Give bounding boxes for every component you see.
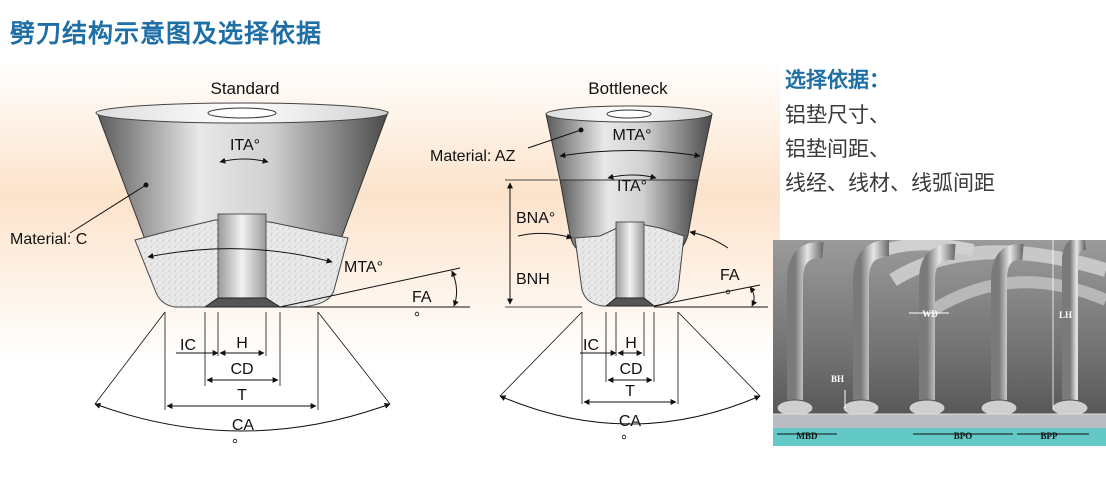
bottleneck-ca-ray-right (677, 311, 761, 397)
standard-top-bore (207, 107, 277, 119)
standard-ita-arrow (219, 157, 269, 164)
bottleneck-chamfer (604, 297, 656, 307)
standard-h-label: H (236, 335, 248, 352)
bottleneck-h-label: H (625, 335, 637, 352)
standard-ca-label: CA (232, 417, 255, 434)
standard-ita-label: ITA° (230, 137, 260, 154)
sem-wire-bond-image: WD LH BH MBD BPO BPP (773, 240, 1106, 446)
bottleneck-fa-degree (725, 289, 731, 295)
sem-bpp-label: BPP (1041, 431, 1059, 441)
standard-ca-ray-right (317, 311, 391, 405)
bottleneck-ca-ray-left (499, 311, 583, 397)
criteria-item-wire: 线经、线材、线弧间距 (785, 171, 995, 195)
standard-fa-label: FA (412, 289, 432, 306)
bottleneck-top-bore (606, 109, 652, 119)
standard-heading: Standard (211, 79, 280, 98)
standard-mta-arc (147, 248, 333, 264)
standard-fa-line (279, 267, 461, 308)
selection-criteria: 选择依据： 铝垫尺寸、 铝垫间距、 线经、线材、线弧间距 (785, 64, 1100, 200)
criteria-item-pad-pitch: 铝垫间距、 (785, 137, 890, 161)
criteria-heading: 选择依据： (785, 68, 890, 92)
standard-ca-arc (94, 403, 391, 432)
bottleneck-ca-degree (621, 434, 627, 440)
standard-ca-degree (232, 438, 238, 444)
bottleneck-fa-label: FA (720, 267, 740, 284)
bottleneck-bna-label: BNA° (516, 210, 555, 227)
standard-material-leader (69, 184, 147, 234)
bottleneck-ca-arc (499, 395, 761, 425)
bottleneck-ca-label: CA (619, 413, 642, 430)
bottleneck-t-label: T (625, 383, 635, 400)
bottleneck-bna-arc-right (689, 230, 729, 249)
standard-mta-label: MTA° (344, 259, 383, 276)
bottleneck-bore (615, 221, 645, 299)
capillary-diagrams: Standard ITA° Material: C MTA° FA (10, 79, 768, 444)
bottleneck-fa-line (653, 284, 761, 307)
sem-lh-label: LH (1059, 310, 1072, 320)
bottleneck-upper-body (545, 113, 713, 181)
sem-bpo-label: BPO (954, 431, 973, 441)
sem-wire-bond-drawing: WD LH BH MBD BPO BPP (773, 240, 1106, 446)
page-title: 劈刀结构示意图及选择依据 (10, 19, 323, 48)
bottleneck-bnh-label: BNH (516, 271, 550, 288)
bottleneck-mta-arc (559, 150, 701, 159)
standard-ic-label: IC (180, 337, 196, 354)
sem-bh-label: BH (831, 374, 844, 384)
bottleneck-ita-label: ITA° (617, 178, 647, 195)
sem-wd-label: WD (922, 309, 938, 319)
bottleneck-fa-arc (749, 286, 758, 307)
standard-bore (217, 213, 267, 299)
standard-fa-degree (414, 311, 420, 317)
standard-fa-arc (451, 270, 459, 307)
bottleneck-bna-arc (517, 232, 573, 240)
bottleneck-ic-label: IC (583, 337, 599, 354)
standard-ca-ray-left (94, 311, 166, 405)
bottleneck-material-leader (527, 129, 582, 149)
bottleneck-material-label: Material: AZ (430, 148, 516, 165)
bottleneck-capillary: Bottleneck MTA° Material: AZ ITA° BNA° B… (430, 79, 768, 440)
bottleneck-mta-label: MTA° (613, 127, 652, 144)
standard-chamfer (203, 297, 282, 308)
standard-t-label: T (237, 387, 247, 404)
standard-cd-label: CD (230, 361, 253, 378)
bottleneck-cd-label: CD (619, 361, 642, 378)
criteria-item-pad-size: 铝垫尺寸、 (785, 103, 890, 127)
bottleneck-heading: Bottleneck (588, 79, 668, 98)
standard-capillary: Standard ITA° Material: C MTA° FA (10, 79, 470, 444)
standard-material-label: Material: C (10, 231, 87, 248)
bottleneck-ita-arrow (607, 173, 657, 180)
sem-mbd-label: MBD (797, 431, 818, 441)
